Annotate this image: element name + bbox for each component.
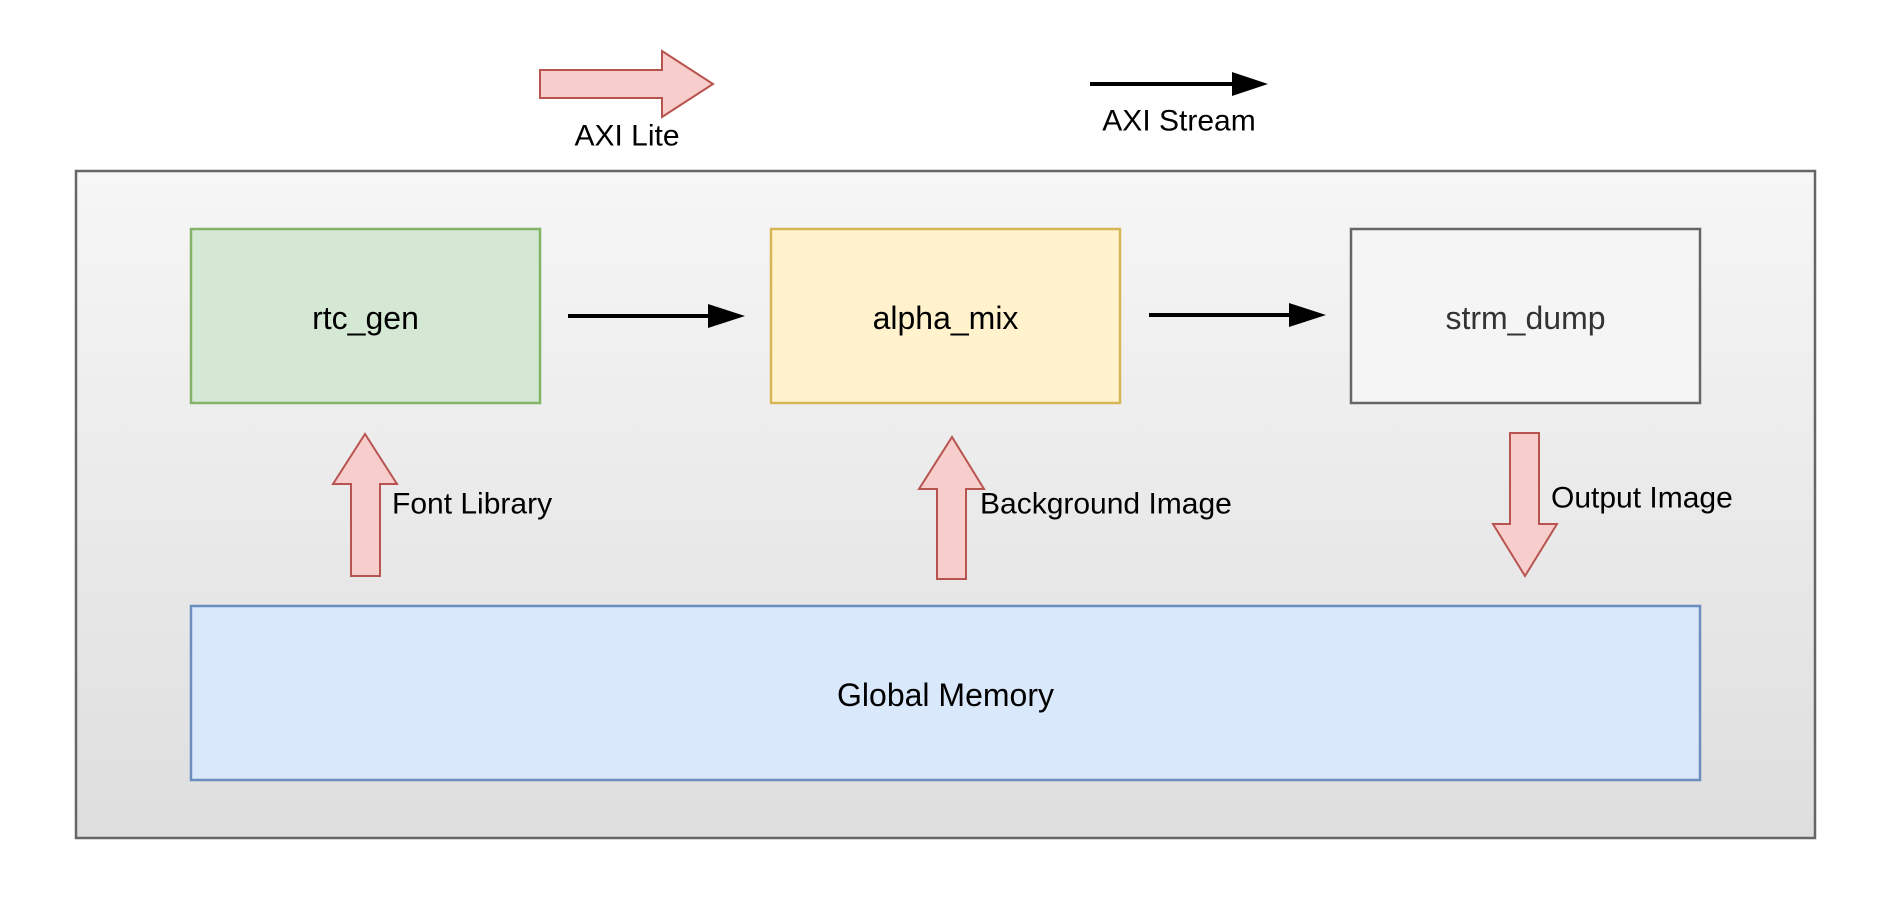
output-image-link: Output Image bbox=[1491, 432, 1733, 578]
up-arrow-icon bbox=[331, 432, 399, 577]
font-library-label: Font Library bbox=[392, 488, 552, 521]
font-library-link: Font Library bbox=[331, 432, 552, 577]
global-memory-block[interactable]: Global Memory bbox=[189, 604, 1702, 782]
axi-stream-legend-arrowhead-icon bbox=[1232, 72, 1268, 96]
legend-axi-lite: AXI Lite bbox=[539, 49, 715, 153]
up-arrow-icon bbox=[917, 435, 986, 580]
down-arrow-icon bbox=[1491, 432, 1559, 578]
axi-lite-legend-label: AXI Lite bbox=[574, 120, 679, 153]
stream-arrow-rtc-to-alpha bbox=[568, 304, 745, 328]
strm-dump-label: strm_dump bbox=[1445, 300, 1605, 336]
rtc-gen-label: rtc_gen bbox=[312, 300, 419, 336]
rtc-gen-block[interactable]: rtc_gen bbox=[189, 227, 542, 405]
axi-lite-legend-arrow-icon bbox=[539, 49, 715, 119]
output-image-label: Output Image bbox=[1551, 482, 1733, 515]
background-image-link: Background Image bbox=[917, 435, 1232, 580]
background-image-label: Background Image bbox=[980, 488, 1232, 521]
alpha-mix-label: alpha_mix bbox=[873, 300, 1019, 336]
global-memory-label: Global Memory bbox=[837, 677, 1054, 713]
alpha-mix-block[interactable]: alpha_mix bbox=[769, 227, 1122, 405]
axi-stream-legend-label: AXI Stream bbox=[1102, 105, 1255, 138]
arrowhead-icon bbox=[1289, 303, 1326, 327]
stream-arrow-alpha-to-strm bbox=[1149, 303, 1326, 327]
strm-dump-block[interactable]: strm_dump bbox=[1349, 227, 1702, 405]
arrowhead-icon bbox=[708, 304, 745, 328]
legend-axi-stream: AXI Stream bbox=[1090, 72, 1268, 138]
